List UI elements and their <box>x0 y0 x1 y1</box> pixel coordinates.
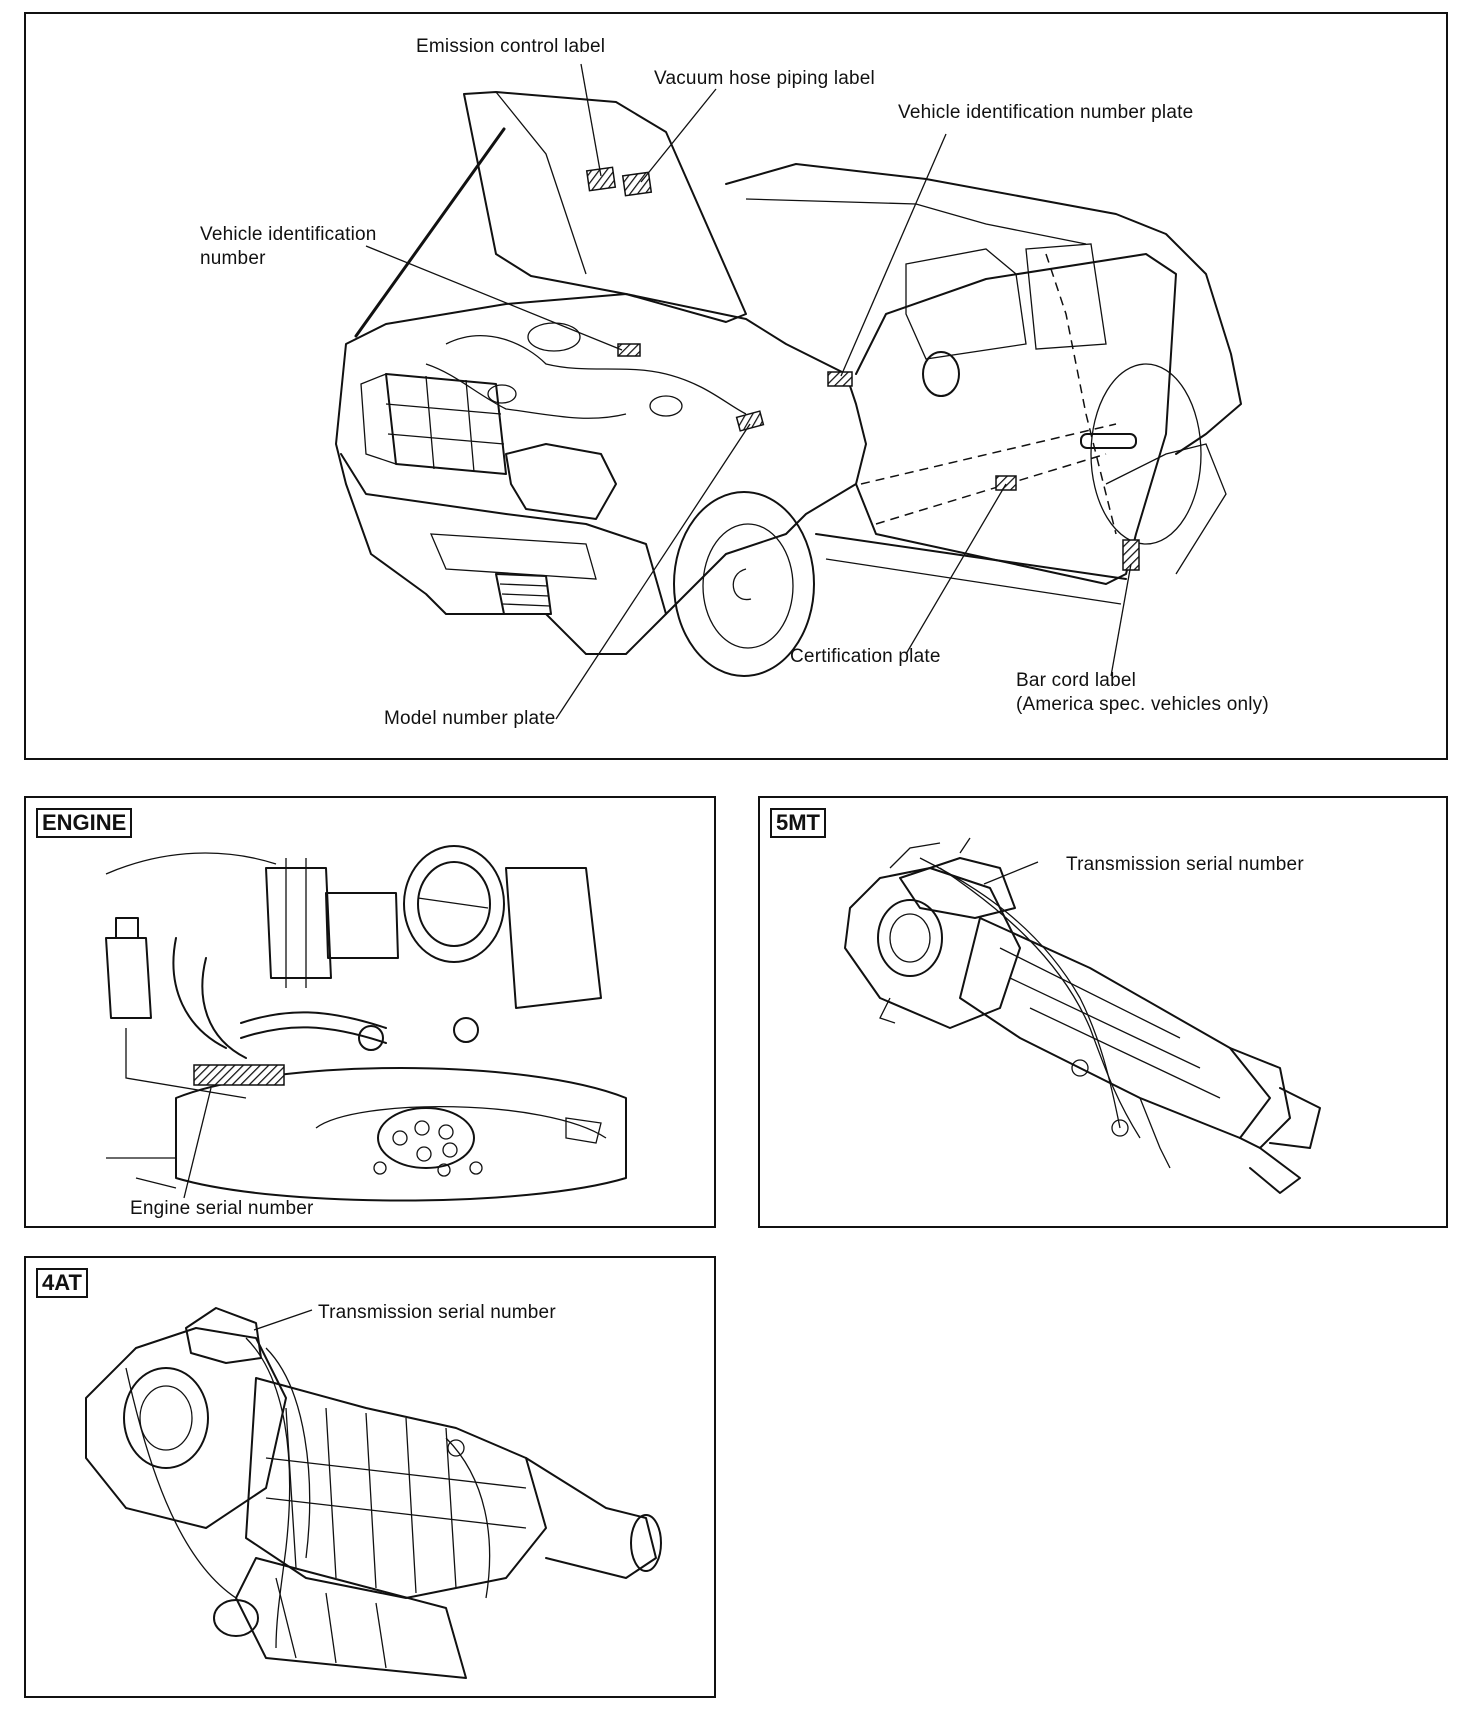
vin-plate-label-text: Vehicle identification number plate <box>898 102 1194 123</box>
vacuum-hose-piping-label-text: Vacuum hose piping label <box>654 68 875 89</box>
5mt-transmission-serial-number-label: Transmission serial number <box>1066 854 1304 875</box>
4at-transmission-illustration <box>85 1307 662 1679</box>
vin-label-line1: Vehicle identification <box>200 224 377 245</box>
4at-tag: 4AT <box>36 1268 88 1298</box>
5mt-panel: 5MT Transmission serial number <box>758 796 1448 1228</box>
vehicle-diagram-panel: Emission control label Vacuum hose pipin… <box>24 12 1448 760</box>
4at-transmission-serial-number-label: Transmission serial number <box>318 1302 556 1323</box>
5mt-tag: 5MT <box>770 808 826 838</box>
bar-cord-label-line1: Bar cord label <box>1016 670 1137 691</box>
engine-serial-number-label: Engine serial number <box>130 1198 314 1219</box>
5mt-transmission-illustration <box>844 837 1321 1194</box>
4at-panel: 4AT Transmission serial number <box>24 1256 716 1698</box>
certification-plate-label-text: Certification plate <box>790 646 941 667</box>
engine-illustration <box>105 845 627 1202</box>
emission-control-label-text: Emission control label <box>416 36 606 57</box>
engine-tag: ENGINE <box>36 808 133 838</box>
engine-panel: ENGINE Engine serial number <box>24 796 716 1228</box>
vehicle-illustration <box>335 63 1242 720</box>
vin-label-line2: number <box>200 248 266 269</box>
model-number-plate-label-text: Model number plate <box>384 708 556 729</box>
bar-cord-label-line2: (America spec. vehicles only) <box>1016 694 1269 715</box>
